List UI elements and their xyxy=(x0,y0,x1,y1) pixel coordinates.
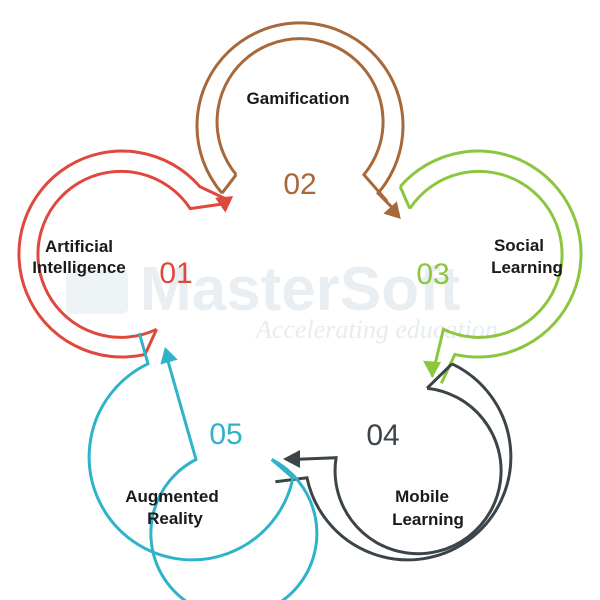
watermark-logo-icon xyxy=(66,270,128,314)
watermark: MasterSoft Accelerating education xyxy=(66,255,498,344)
step-03-arrowhead-icon xyxy=(423,360,441,378)
step-05-inner-ring xyxy=(149,354,319,600)
step-04-label-line1: Mobile xyxy=(395,487,449,506)
step-02-connector xyxy=(220,173,238,195)
step-03-number: 03 xyxy=(416,258,449,291)
watermark-logo: MasterSoft xyxy=(140,255,460,324)
step-02-label-line1: Gamification xyxy=(247,89,350,108)
step-04-inner-ring xyxy=(291,386,503,556)
step-04-arrowhead-icon xyxy=(283,450,300,468)
step-02-outer-ring xyxy=(195,21,405,216)
step-01-label-line2: Intelligence xyxy=(32,258,126,277)
step-04-label-line2: Learning xyxy=(392,510,464,529)
step-03: 03 Social Learning xyxy=(398,149,583,385)
step-03-label-line1: Social xyxy=(494,236,544,255)
step-01-connector xyxy=(143,328,158,356)
watermark-tagline: Accelerating education xyxy=(254,315,498,344)
step-01-label-line1: Artificial xyxy=(45,237,113,256)
step-05-number: 05 xyxy=(209,418,242,451)
step-01-inner-ring xyxy=(36,169,226,339)
step-05: 05 Augmented Reality xyxy=(87,332,319,600)
step-01-arrowhead-icon xyxy=(215,196,234,213)
step-03-inner-ring xyxy=(408,169,564,378)
step-04: 04 Mobile Learning xyxy=(275,362,513,562)
step-04-connector xyxy=(426,362,454,390)
step-05-connector xyxy=(270,458,294,479)
step-05-label-line2: Reality xyxy=(147,509,203,528)
step-01: 01 Artificial Intelligence xyxy=(17,149,234,359)
step-01-outer-ring xyxy=(17,149,230,359)
step-05-label-line1: Augmented xyxy=(125,487,219,506)
step-04-outer-ring xyxy=(275,362,513,562)
step-03-outer-ring xyxy=(399,149,583,385)
step-05-arrowhead-icon xyxy=(160,347,178,365)
step-02-arrowhead-icon xyxy=(383,201,401,219)
step-02-inner-ring xyxy=(215,37,389,203)
step-02: 02 Gamification xyxy=(195,21,405,219)
step-01-number: 01 xyxy=(159,257,192,290)
step-03-label-line2: Learning xyxy=(491,258,563,277)
step-04-number: 04 xyxy=(366,419,399,452)
step-03-connector xyxy=(398,186,412,210)
step-05-outer-ring xyxy=(87,332,295,562)
step-02-number: 02 xyxy=(283,168,316,201)
